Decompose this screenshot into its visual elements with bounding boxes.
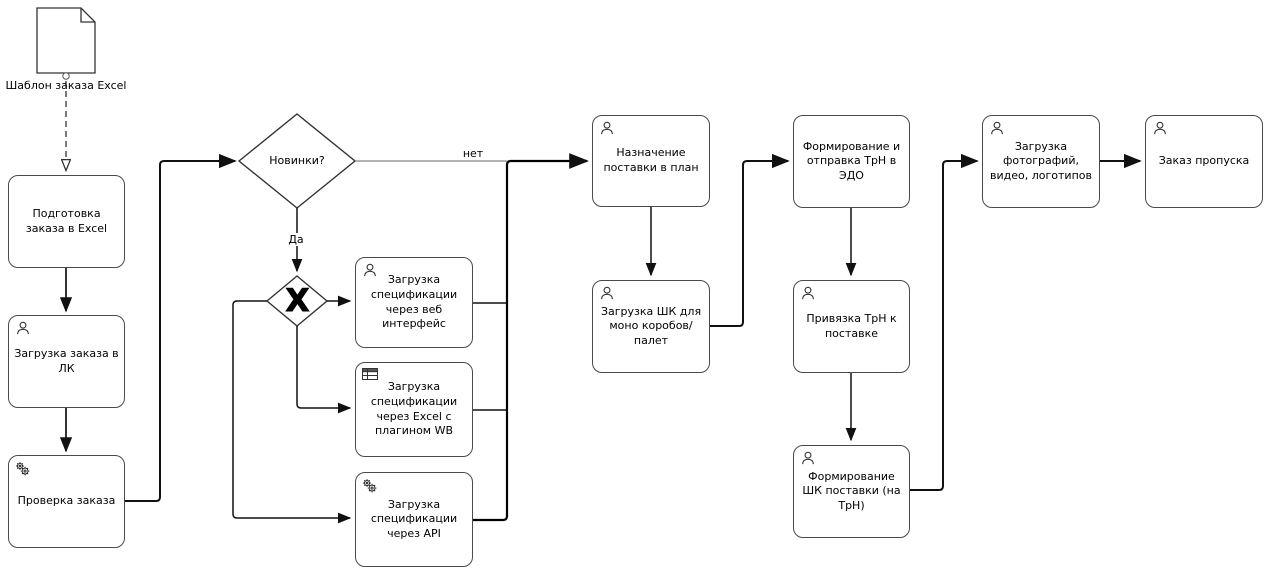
edge-shk-trn-to-media [910,153,979,491]
user-icon [362,263,378,279]
gears-icon [15,461,31,477]
association-anchor [62,72,70,80]
task-prepare-order[interactable]: Подготовка заказа в Excel [8,175,125,268]
task-upload-media[interactable]: Загрузка фотографий, видео, логотипов [982,115,1100,208]
task-form-shk-trn[interactable]: Формирование ШК поставки (на ТрН) [793,445,910,538]
task-order-pass[interactable]: Заказ пропуска [1145,115,1263,208]
task-label: Привязка ТрН к поставке [806,311,897,340]
task-label: Загрузка спецификации через веб интерфей… [370,273,458,331]
edge-label-no: нет [458,147,488,160]
user-icon [989,121,1005,137]
task-label: Заказ пропуска [1158,154,1250,168]
task-label: Загрузка ШК для моно коробов/палет [600,304,702,347]
data-object-label: Шаблон заказа Excel [5,79,127,92]
task-label: Загрузка заказа в ЛК [14,346,119,375]
gears-icon [362,478,378,494]
task-bind-trn[interactable]: Привязка ТрН к поставке [793,280,910,373]
task-spec-excel-plugin[interactable]: Загрузка спецификации через Excel с плаг… [355,362,473,457]
task-check-order[interactable]: Проверка заказа [8,455,125,548]
task-label: Загрузка фотографий, видео, логотипов [990,139,1092,182]
task-assign-plan[interactable]: Назначение поставки в план [592,115,710,207]
task-label: Формирование и отправка ТрН в ЭДО [802,139,901,182]
edge-label-yes: Да [283,233,309,246]
task-form-trn-edo[interactable]: Формирование и отправка ТрН в ЭДО [793,115,910,208]
task-label: Загрузка спецификации через Excel с плаг… [370,380,458,438]
user-icon [15,321,31,337]
edge-x-to-spec-api [232,300,352,524]
gateway-exclusive-marker: X [285,283,310,320]
gateway-novelty-label: Новинки? [269,154,325,167]
edge-check-to-novelty [123,153,237,502]
user-icon [1152,121,1168,137]
task-upload-order-lk[interactable]: Загрузка заказа в ЛК [8,315,125,408]
task-spec-web[interactable]: Загрузка спецификации через веб интерфей… [355,257,473,348]
task-upload-shk-mono[interactable]: Загрузка ШК для моно коробов/палет [592,280,710,373]
task-spec-api[interactable]: Загрузка спецификации через API [355,472,473,567]
edge-merge-to-assign-plan [473,153,589,522]
task-label: Загрузка спецификации через API [370,497,458,540]
task-label: Формирование ШК поставки (на ТрН) [802,469,901,512]
task-label: Подготовка заказа в Excel [25,206,108,235]
data-object-excel-template[interactable] [36,7,96,80]
task-label: Проверка заказа [17,494,116,508]
gateway-novelty-diamond[interactable] [237,113,357,209]
user-icon [800,451,816,467]
task-label: Назначение поставки в план [603,146,699,174]
user-icon [599,286,615,302]
user-icon [800,286,816,302]
edge-x-to-spec-excel [296,326,352,414]
user-icon [599,121,615,137]
edge-shk-mono-to-trn [710,153,790,327]
table-icon [362,368,378,384]
